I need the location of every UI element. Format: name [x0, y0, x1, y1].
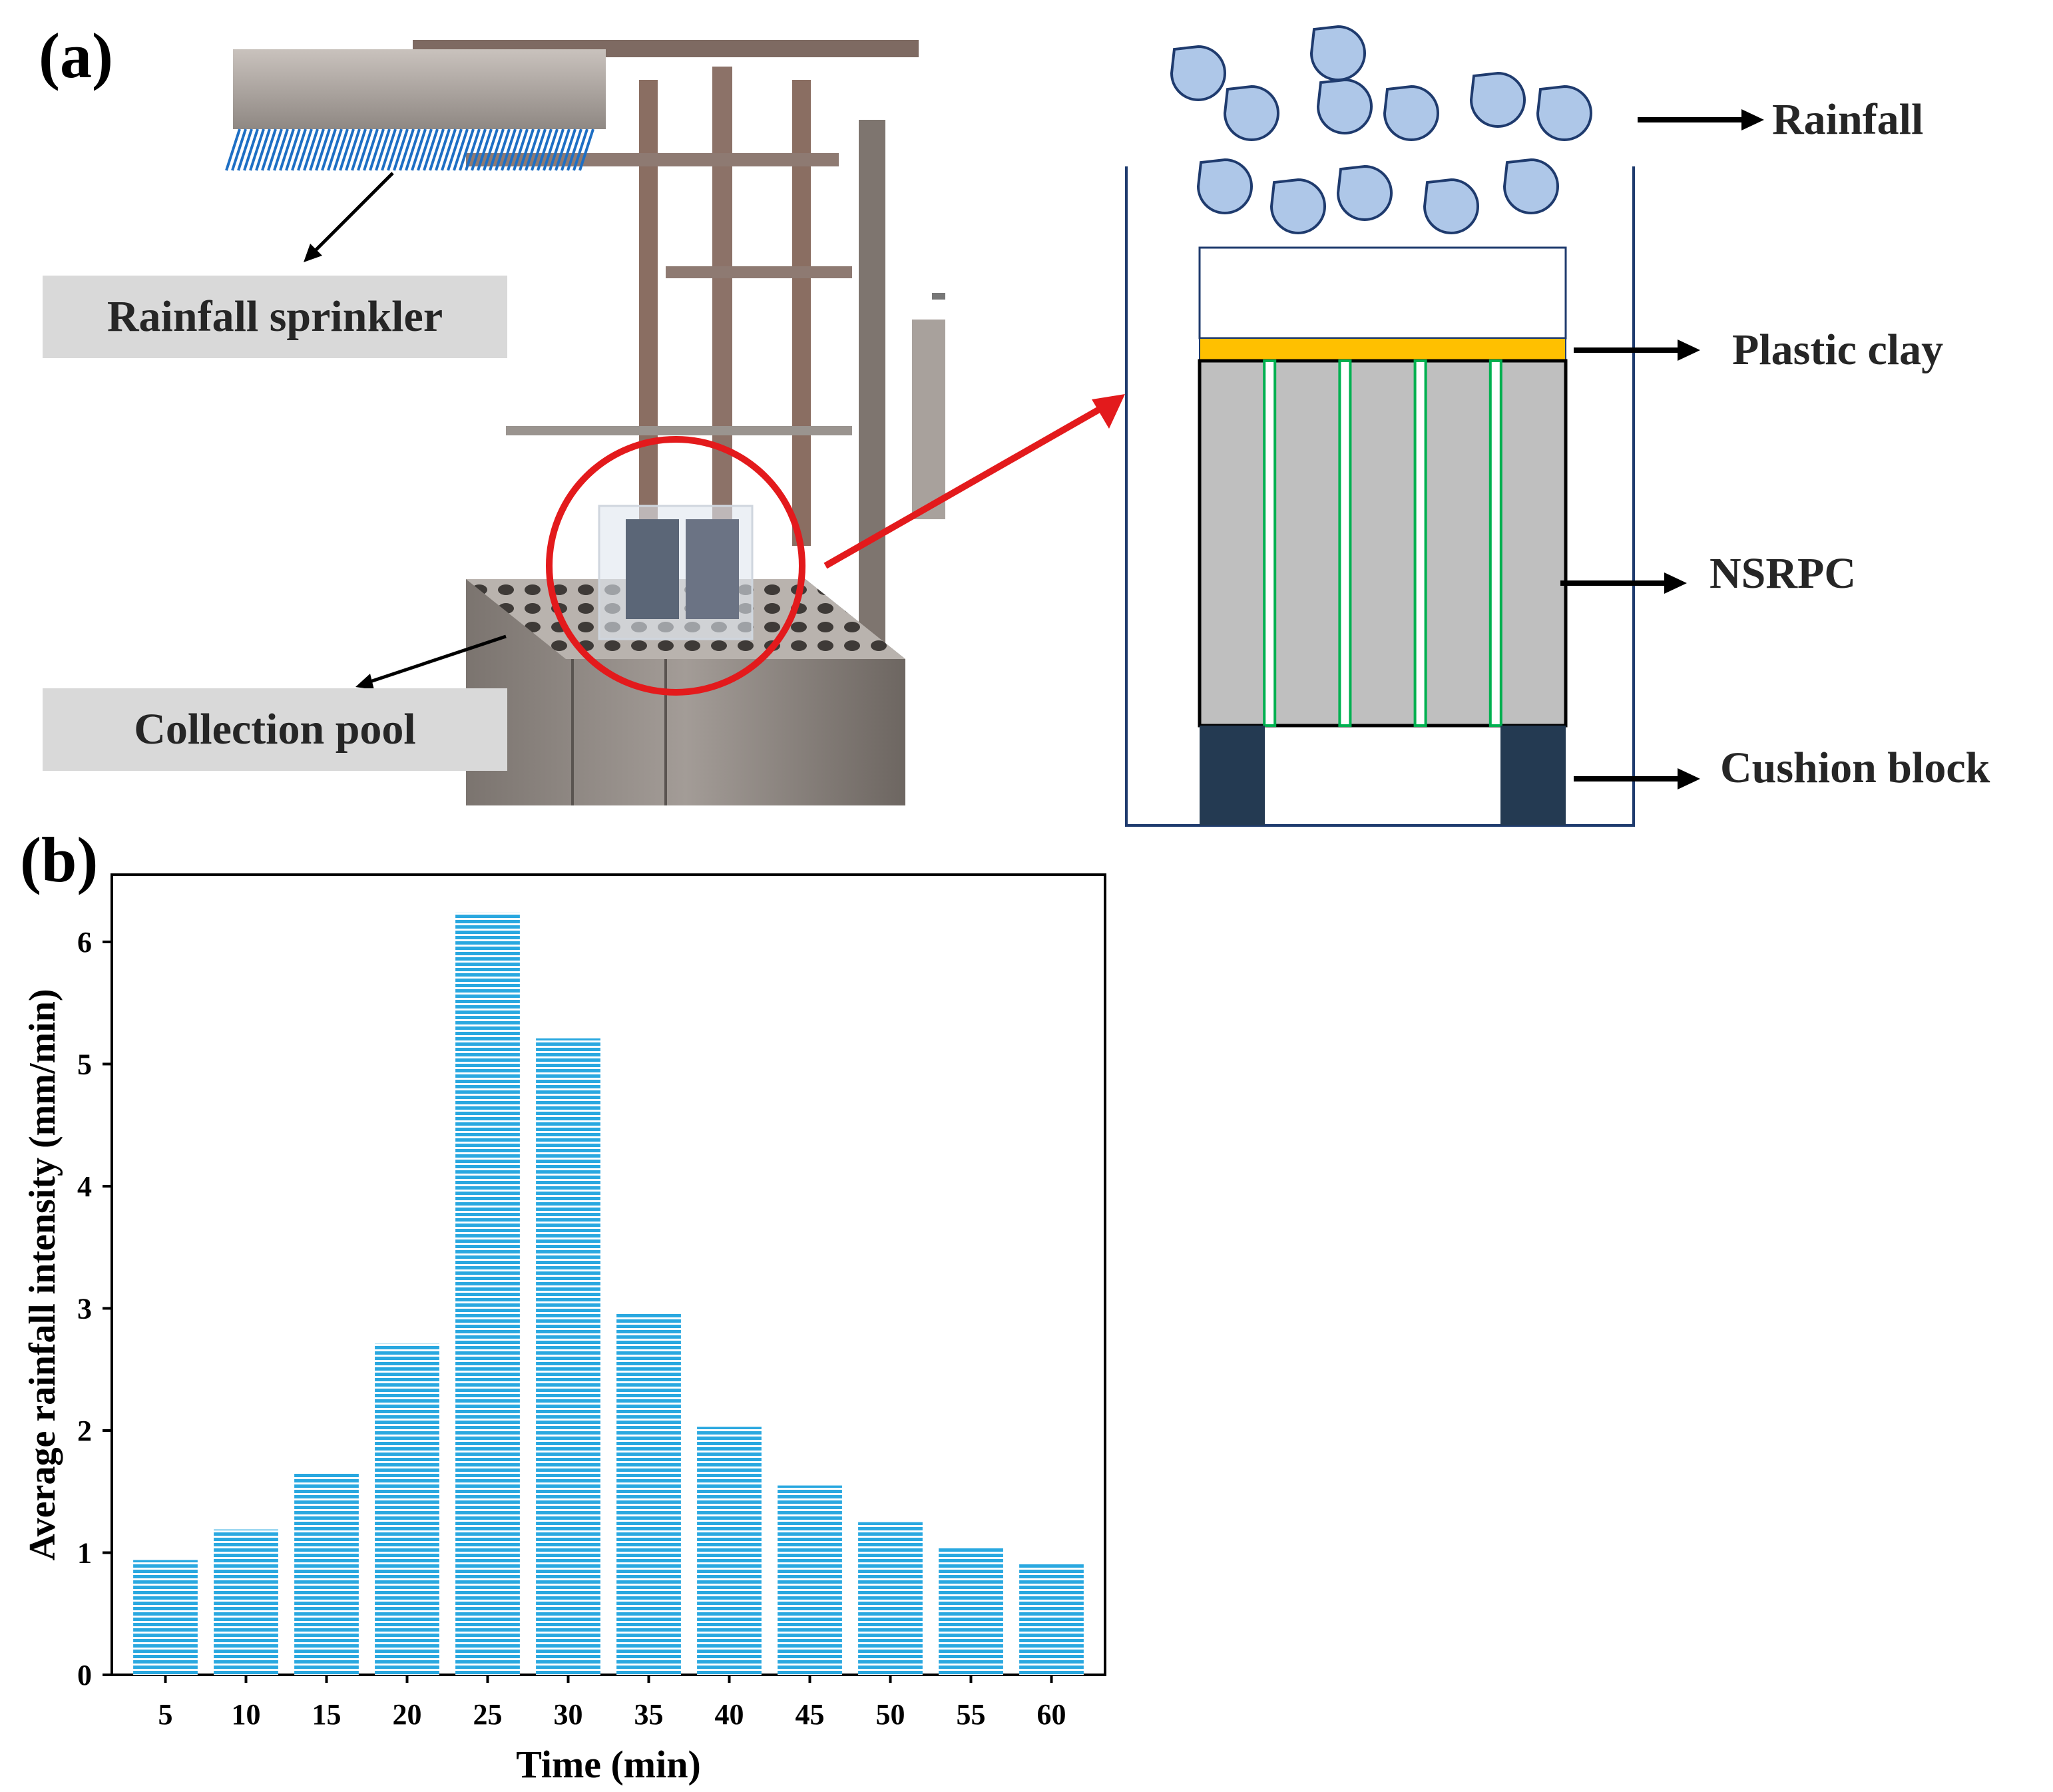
bar-50	[858, 1522, 923, 1675]
bar-20	[375, 1343, 439, 1675]
nsrpc-channel	[1263, 359, 1277, 727]
panel-label-a: (a)	[39, 20, 113, 91]
frame-beam	[666, 266, 852, 278]
specimen	[626, 519, 679, 619]
x-tick-label: 35	[634, 1698, 664, 1731]
y-tick-label: 4	[77, 1170, 92, 1203]
control-box	[912, 320, 945, 519]
y-axis-label: Average rainfall intensity (mm/min)	[22, 989, 63, 1560]
sprinkler-nozzles	[225, 128, 594, 171]
x-tick-label: 55	[957, 1698, 986, 1731]
test-setup-schematic	[1125, 25, 1764, 827]
x-tick-label: 15	[312, 1698, 342, 1731]
callout-collection-pool: Collection pool	[43, 688, 507, 771]
x-tick-label: 30	[554, 1698, 583, 1731]
y-tick-label: 2	[77, 1415, 92, 1447]
x-tick-label: 50	[876, 1698, 905, 1731]
raindrop-icon	[1309, 25, 1366, 81]
y-tick-label: 5	[77, 1048, 92, 1080]
raindrop-icon	[1469, 71, 1526, 128]
raindrop-icon	[1196, 158, 1253, 214]
raindrop-icon	[1316, 78, 1373, 134]
label-nsrpc: NSRPC	[1710, 549, 1857, 598]
plot-frame	[111, 873, 1106, 1676]
raindrop-icon	[1223, 85, 1279, 141]
x-tick-label: 40	[715, 1698, 744, 1731]
raindrop-icon	[1269, 178, 1326, 234]
x-tick-label: 20	[393, 1698, 422, 1731]
bar-25	[455, 912, 520, 1675]
x-tick-label: 5	[158, 1698, 173, 1731]
cushion-block-right	[1500, 726, 1566, 825]
bar-35	[616, 1313, 681, 1675]
nsrpc-specimen	[1198, 359, 1568, 728]
raindrops	[1170, 25, 1592, 234]
bar-45	[778, 1485, 842, 1675]
sprinkler-housing	[233, 49, 606, 129]
nsrpc-channel	[1413, 359, 1427, 727]
raindrop-icon	[1536, 85, 1592, 141]
bar-55	[939, 1546, 1003, 1675]
plastic-clay-layer	[1199, 337, 1566, 361]
zoom-arrow	[823, 394, 1125, 569]
frame-post	[792, 80, 811, 546]
raindrop-icon	[1170, 45, 1226, 101]
raindrop-icon	[1336, 164, 1393, 221]
x-tick-label: 45	[796, 1698, 825, 1731]
raindrop-icon	[1423, 178, 1479, 234]
bar-40	[697, 1427, 762, 1675]
water-chamber	[1198, 246, 1567, 339]
x-tick-label: 25	[473, 1698, 503, 1731]
rainfall-rig-photo	[225, 40, 945, 805]
label-rainfall: Rainfall	[1772, 95, 1924, 144]
label-plastic-clay: Plastic clay	[1732, 326, 1944, 374]
y-tick-label: 1	[77, 1536, 92, 1569]
bar-5	[133, 1560, 198, 1675]
frame-post	[859, 120, 885, 719]
y-tick-label: 0	[77, 1659, 92, 1691]
y-tick-label: 6	[77, 926, 92, 959]
raindrop-icon	[1383, 85, 1439, 141]
x-tick-label: 60	[1037, 1698, 1066, 1731]
cushion-block-left	[1200, 726, 1265, 825]
panel-label-b: (b)	[20, 824, 99, 895]
rail	[506, 426, 852, 435]
callout-rainfall-sprinkler: Rainfall sprinkler	[43, 276, 507, 358]
bar-30	[536, 1038, 600, 1675]
bar-15	[294, 1472, 359, 1675]
frame-post	[639, 80, 658, 546]
bar-60	[1019, 1564, 1084, 1675]
container-outline	[1125, 166, 1635, 827]
raindrop-icon	[1502, 158, 1559, 214]
nsrpc-channel	[1488, 359, 1502, 727]
x-axis-label: Time (min)	[516, 1743, 701, 1786]
highlight-circle	[546, 436, 805, 696]
label-cushion-block: Cushion block	[1720, 744, 1990, 792]
bar-10	[214, 1529, 278, 1675]
y-tick-label: 3	[77, 1292, 92, 1325]
x-tick-label: 10	[232, 1698, 261, 1731]
specimen	[686, 519, 739, 619]
nsrpc-channel	[1338, 359, 1352, 727]
